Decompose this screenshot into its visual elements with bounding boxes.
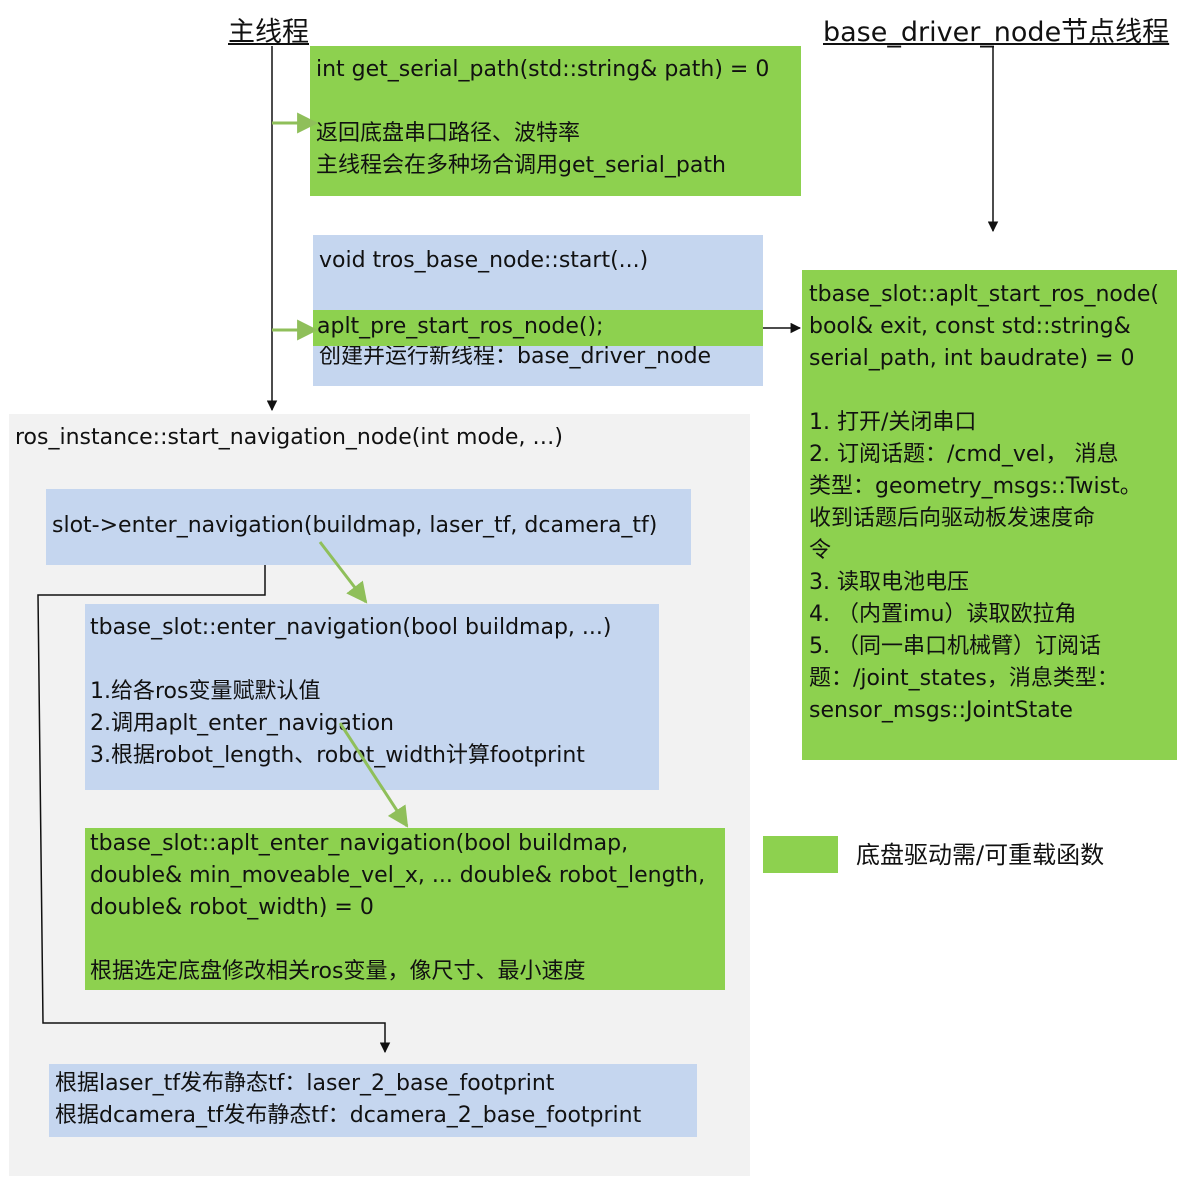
aplt-enter-navigation-line: double& robot_width) = 0 (90, 895, 374, 920)
legend-label: 底盘驱动需/可重载函数 (856, 841, 1105, 869)
static-tf-line: 根据laser_tf发布静态tf：laser_2_base_footprint (55, 1071, 555, 1096)
start-ros-node-line: 题：/joint_states，消息类型： (809, 666, 1119, 691)
enter-navigation-line: 2.调用aplt_enter_navigation (90, 711, 395, 736)
enter-navigation-call-text: slot->enter_navigation(buildmap, laser_t… (52, 513, 658, 538)
start-ros-node-line: tbase_slot::aplt_start_ros_node( (809, 282, 1159, 307)
enter-navigation-call-box: slot->enter_navigation(buildmap, laser_t… (46, 489, 691, 565)
main-thread-title: 主线程 (228, 17, 309, 48)
start-ros-node-line: 令 (809, 538, 832, 563)
start-ros-node-line: serial_path, int baudrate) = 0 (809, 346, 1135, 371)
start-ros-node-line: sensor_msgs::JointState (809, 698, 1073, 723)
start-ros-node-box: tbase_slot::aplt_start_ros_node( bool& e… (802, 270, 1177, 760)
enter-navigation-box: tbase_slot::enter_navigation(bool buildm… (85, 604, 659, 790)
start-ros-node-line: 类型：geometry_msgs::Twist。 (809, 474, 1142, 499)
enter-navigation-line: tbase_slot::enter_navigation(bool buildm… (90, 615, 612, 640)
start-ros-node-line: 收到话题后向驱动板发速度命 (809, 506, 1096, 531)
get-serial-path-box: int get_serial_path(std::string& path) =… (310, 46, 801, 196)
aplt-enter-navigation-line: tbase_slot::aplt_enter_navigation(bool b… (90, 831, 629, 856)
enter-navigation-line: 3.根据robot_length、robot_width计算footprint (90, 743, 585, 768)
start-ros-node-line: 3. 读取电池电压 (809, 570, 969, 595)
start-ros-node-line: 2. 订阅话题：/cmd_vel， 消息 (809, 442, 1119, 467)
aplt-enter-navigation-arrow (338, 722, 409, 828)
start-ros-node-line: 4. （内置imu）读取欧拉角 (809, 602, 1077, 627)
start-ros-node-line: 1. 打开/关闭串口 (809, 410, 977, 435)
create-thread-text: 创建并运行新线程：base_driver_node (319, 344, 712, 369)
aplt-enter-navigation-line: 根据选定底盘修改相关ros变量，像尺寸、最小速度 (90, 959, 586, 984)
enter-navigation-line: 1.给各ros变量赋默认值 (90, 679, 321, 704)
start-ros-node-line: bool& exit, const std::string& (809, 314, 1131, 339)
enter-navigation-arrow (318, 541, 368, 604)
pre-start-ros-node-text: aplt_pre_start_ros_node(); (317, 314, 604, 339)
tros-start-title: void tros_base_node::start(...) (319, 248, 649, 273)
driver-thread-title: base_driver_node节点线程 (823, 17, 1170, 48)
start-ros-node-line: 5. （同一串口机械臂）订阅话 (809, 634, 1101, 659)
pre-start-ros-node-strip: aplt_pre_start_ros_node(); (313, 310, 763, 346)
get-serial-path-line: 主线程会在多种场合调用get_serial_path (316, 153, 726, 178)
aplt-enter-navigation-box: tbase_slot::aplt_enter_navigation(bool b… (85, 828, 725, 990)
static-tf-line: 根据dcamera_tf发布静态tf：dcamera_2_base_footpr… (55, 1103, 642, 1128)
start-navigation-title: ros_instance::start_navigation_node(int … (15, 425, 564, 450)
get-serial-path-line: int get_serial_path(std::string& path) =… (316, 57, 770, 82)
aplt-enter-navigation-line: double& min_moveable_vel_x, ... double& … (90, 863, 706, 888)
get-serial-path-line: 返回底盘串口路径、波特率 (316, 121, 581, 146)
to-static-tf-connector (37, 565, 391, 1054)
legend-swatch (763, 836, 838, 873)
static-tf-box: 根据laser_tf发布静态tf：laser_2_base_footprint … (49, 1064, 697, 1137)
